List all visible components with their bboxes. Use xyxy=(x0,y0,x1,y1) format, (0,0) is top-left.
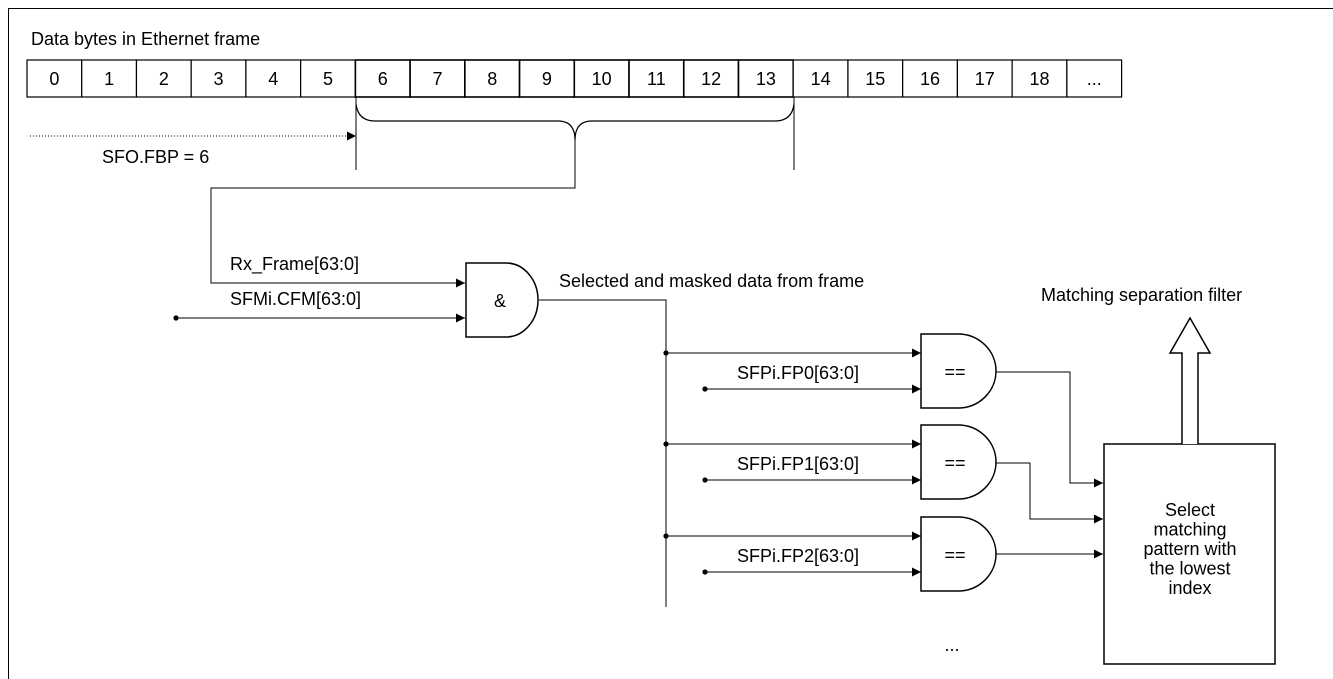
byte-cell xyxy=(26,59,83,98)
and-gate-symbol: & xyxy=(494,291,506,311)
byte-label: ... xyxy=(1087,69,1102,89)
mask-input-label: SFMi.CFM[63:0] xyxy=(230,289,361,309)
byte-label: 15 xyxy=(865,69,885,89)
selection-brace xyxy=(355,103,795,141)
byte-label: 3 xyxy=(214,69,224,89)
byte-label: 0 xyxy=(49,69,59,89)
byte-label: 2 xyxy=(159,69,169,89)
byte-cell xyxy=(1011,59,1068,98)
byte-cell xyxy=(737,59,795,98)
byte-label: 9 xyxy=(542,69,552,89)
rx-frame-wire xyxy=(210,140,576,288)
byte-label: 17 xyxy=(975,69,995,89)
pattern-label: SFPi.FP1[63:0] xyxy=(737,454,859,474)
byte-cell xyxy=(518,59,576,98)
byte-label: 13 xyxy=(756,69,776,89)
pattern-label: SFPi.FP2[63:0] xyxy=(737,546,859,566)
select-box xyxy=(1103,443,1276,665)
byte-label: 8 xyxy=(487,69,497,89)
pattern-label: SFPi.FP0[63:0] xyxy=(737,363,859,383)
result-label: Matching separation filter xyxy=(1041,285,1242,305)
compare-output-wire xyxy=(996,371,1103,488)
byte-label: 16 xyxy=(920,69,940,89)
compare-gate-symbol: == xyxy=(944,545,965,565)
compare-output-wire xyxy=(996,462,1103,524)
result-arrow xyxy=(1168,316,1212,444)
offset-label: SFO.FBP = 6 xyxy=(102,147,209,167)
byte-cell xyxy=(628,59,685,98)
byte-label: 12 xyxy=(701,69,721,89)
byte-label: 6 xyxy=(378,69,388,89)
byte-cell xyxy=(81,59,138,98)
compare-gate-symbol: == xyxy=(944,453,965,473)
compare-gate-symbol: == xyxy=(944,362,965,382)
byte-cell xyxy=(190,59,247,98)
and-gate xyxy=(465,262,539,338)
select-box-line: matching xyxy=(1153,520,1226,540)
byte-label: 7 xyxy=(432,69,442,89)
and-output-wire xyxy=(539,299,667,607)
select-box-line: the lowest xyxy=(1149,559,1230,579)
compare-gate xyxy=(920,424,997,500)
rx-frame-label: Rx_Frame[63:0] xyxy=(230,254,359,275)
byte-cell xyxy=(409,59,466,98)
byte-label: 11 xyxy=(647,69,666,89)
byte-cell xyxy=(1066,59,1123,98)
compare-gate xyxy=(920,516,997,592)
select-box-line: index xyxy=(1168,578,1211,598)
byte-cell xyxy=(902,59,959,98)
byte-cell xyxy=(300,59,356,98)
byte-label: 14 xyxy=(811,69,831,89)
compare-gates: SFPi.FP0[63:0] == SFPi.FP1[63:0] == SFPi.FP2… xyxy=(663,333,1103,592)
diagram-title: Data bytes in Ethernet frame xyxy=(31,29,260,49)
byte-cell xyxy=(847,59,904,98)
byte-label: 5 xyxy=(323,69,333,89)
compare-gate xyxy=(920,333,997,409)
select-box-line: Select xyxy=(1165,500,1215,520)
and-output-label: Selected and masked data from frame xyxy=(559,271,864,291)
select-box-line: pattern with xyxy=(1143,539,1236,559)
more-gates-ellipsis: ... xyxy=(944,635,959,655)
diagram-border xyxy=(8,8,1333,679)
byte-label: 4 xyxy=(268,69,278,89)
byte-label: 18 xyxy=(1029,69,1049,89)
byte-label: 10 xyxy=(592,69,612,89)
byte-label: 1 xyxy=(104,69,114,89)
